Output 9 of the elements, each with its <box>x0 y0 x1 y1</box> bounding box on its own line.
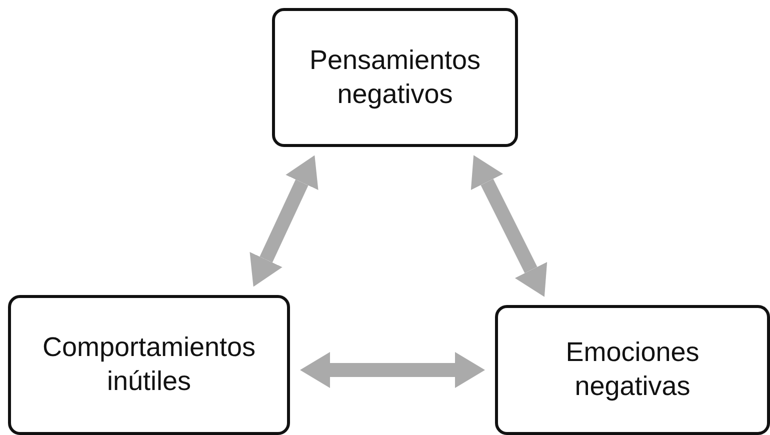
double-arrow <box>300 352 485 388</box>
process-box <box>8 295 290 435</box>
process-box <box>272 8 518 147</box>
double-arrow <box>470 155 548 297</box>
box-label: Emociones negativas <box>564 336 700 403</box>
process-box <box>495 305 770 435</box>
box-label: Comportamientos inútiles <box>41 331 257 398</box>
double-arrow <box>250 155 318 287</box>
box-label: Pensamientos negativos <box>308 44 482 111</box>
